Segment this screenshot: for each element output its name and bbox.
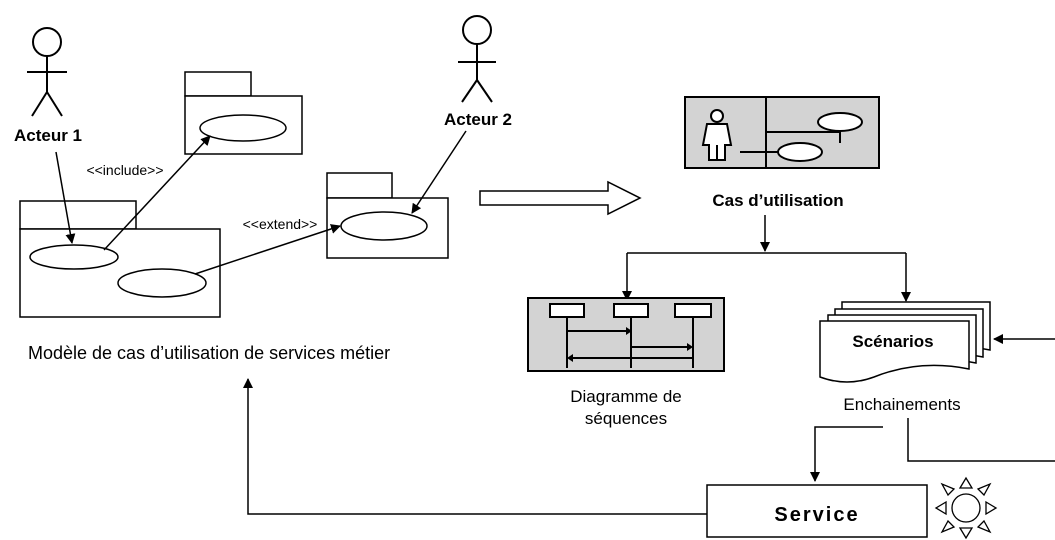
actor-2-label: Acteur 2 (444, 110, 512, 129)
model-caption: Modèle de cas d’utilisation de services … (28, 343, 390, 363)
extend-label: <<extend>> (243, 216, 318, 232)
scenarios-document-stack (819, 301, 991, 383)
chains-to-service-line (810, 426, 883, 482)
actor-2-figure (458, 15, 496, 103)
use-case-caption: Cas d’utilisation (712, 191, 843, 210)
service-box (706, 484, 928, 538)
chains-caption: Enchainements (843, 395, 960, 414)
actor-1-figure (27, 27, 67, 117)
service-label: Service (774, 504, 859, 526)
package-right (326, 172, 449, 259)
service-to-model-line (243, 378, 707, 515)
sequence-caption-line1: Diagramme de (570, 387, 682, 406)
actor-1-label: Acteur 1 (14, 126, 82, 145)
extend-line (194, 224, 341, 275)
include-line (103, 135, 211, 251)
include-label: <<include>> (86, 162, 163, 178)
chains-out-line (907, 418, 1055, 462)
sequence-diagram-icon (527, 297, 725, 372)
use-case-icon (684, 96, 880, 169)
package-main (19, 200, 221, 318)
sequence-caption-line2: séquences (585, 409, 667, 428)
actor2-to-usecase-line (411, 130, 467, 214)
package-top (184, 71, 303, 155)
transformation-arrow (479, 180, 642, 216)
sun-icon (934, 476, 998, 540)
scenarios-label: Scénarios (852, 332, 933, 351)
actor1-to-usecase-line (55, 151, 76, 244)
